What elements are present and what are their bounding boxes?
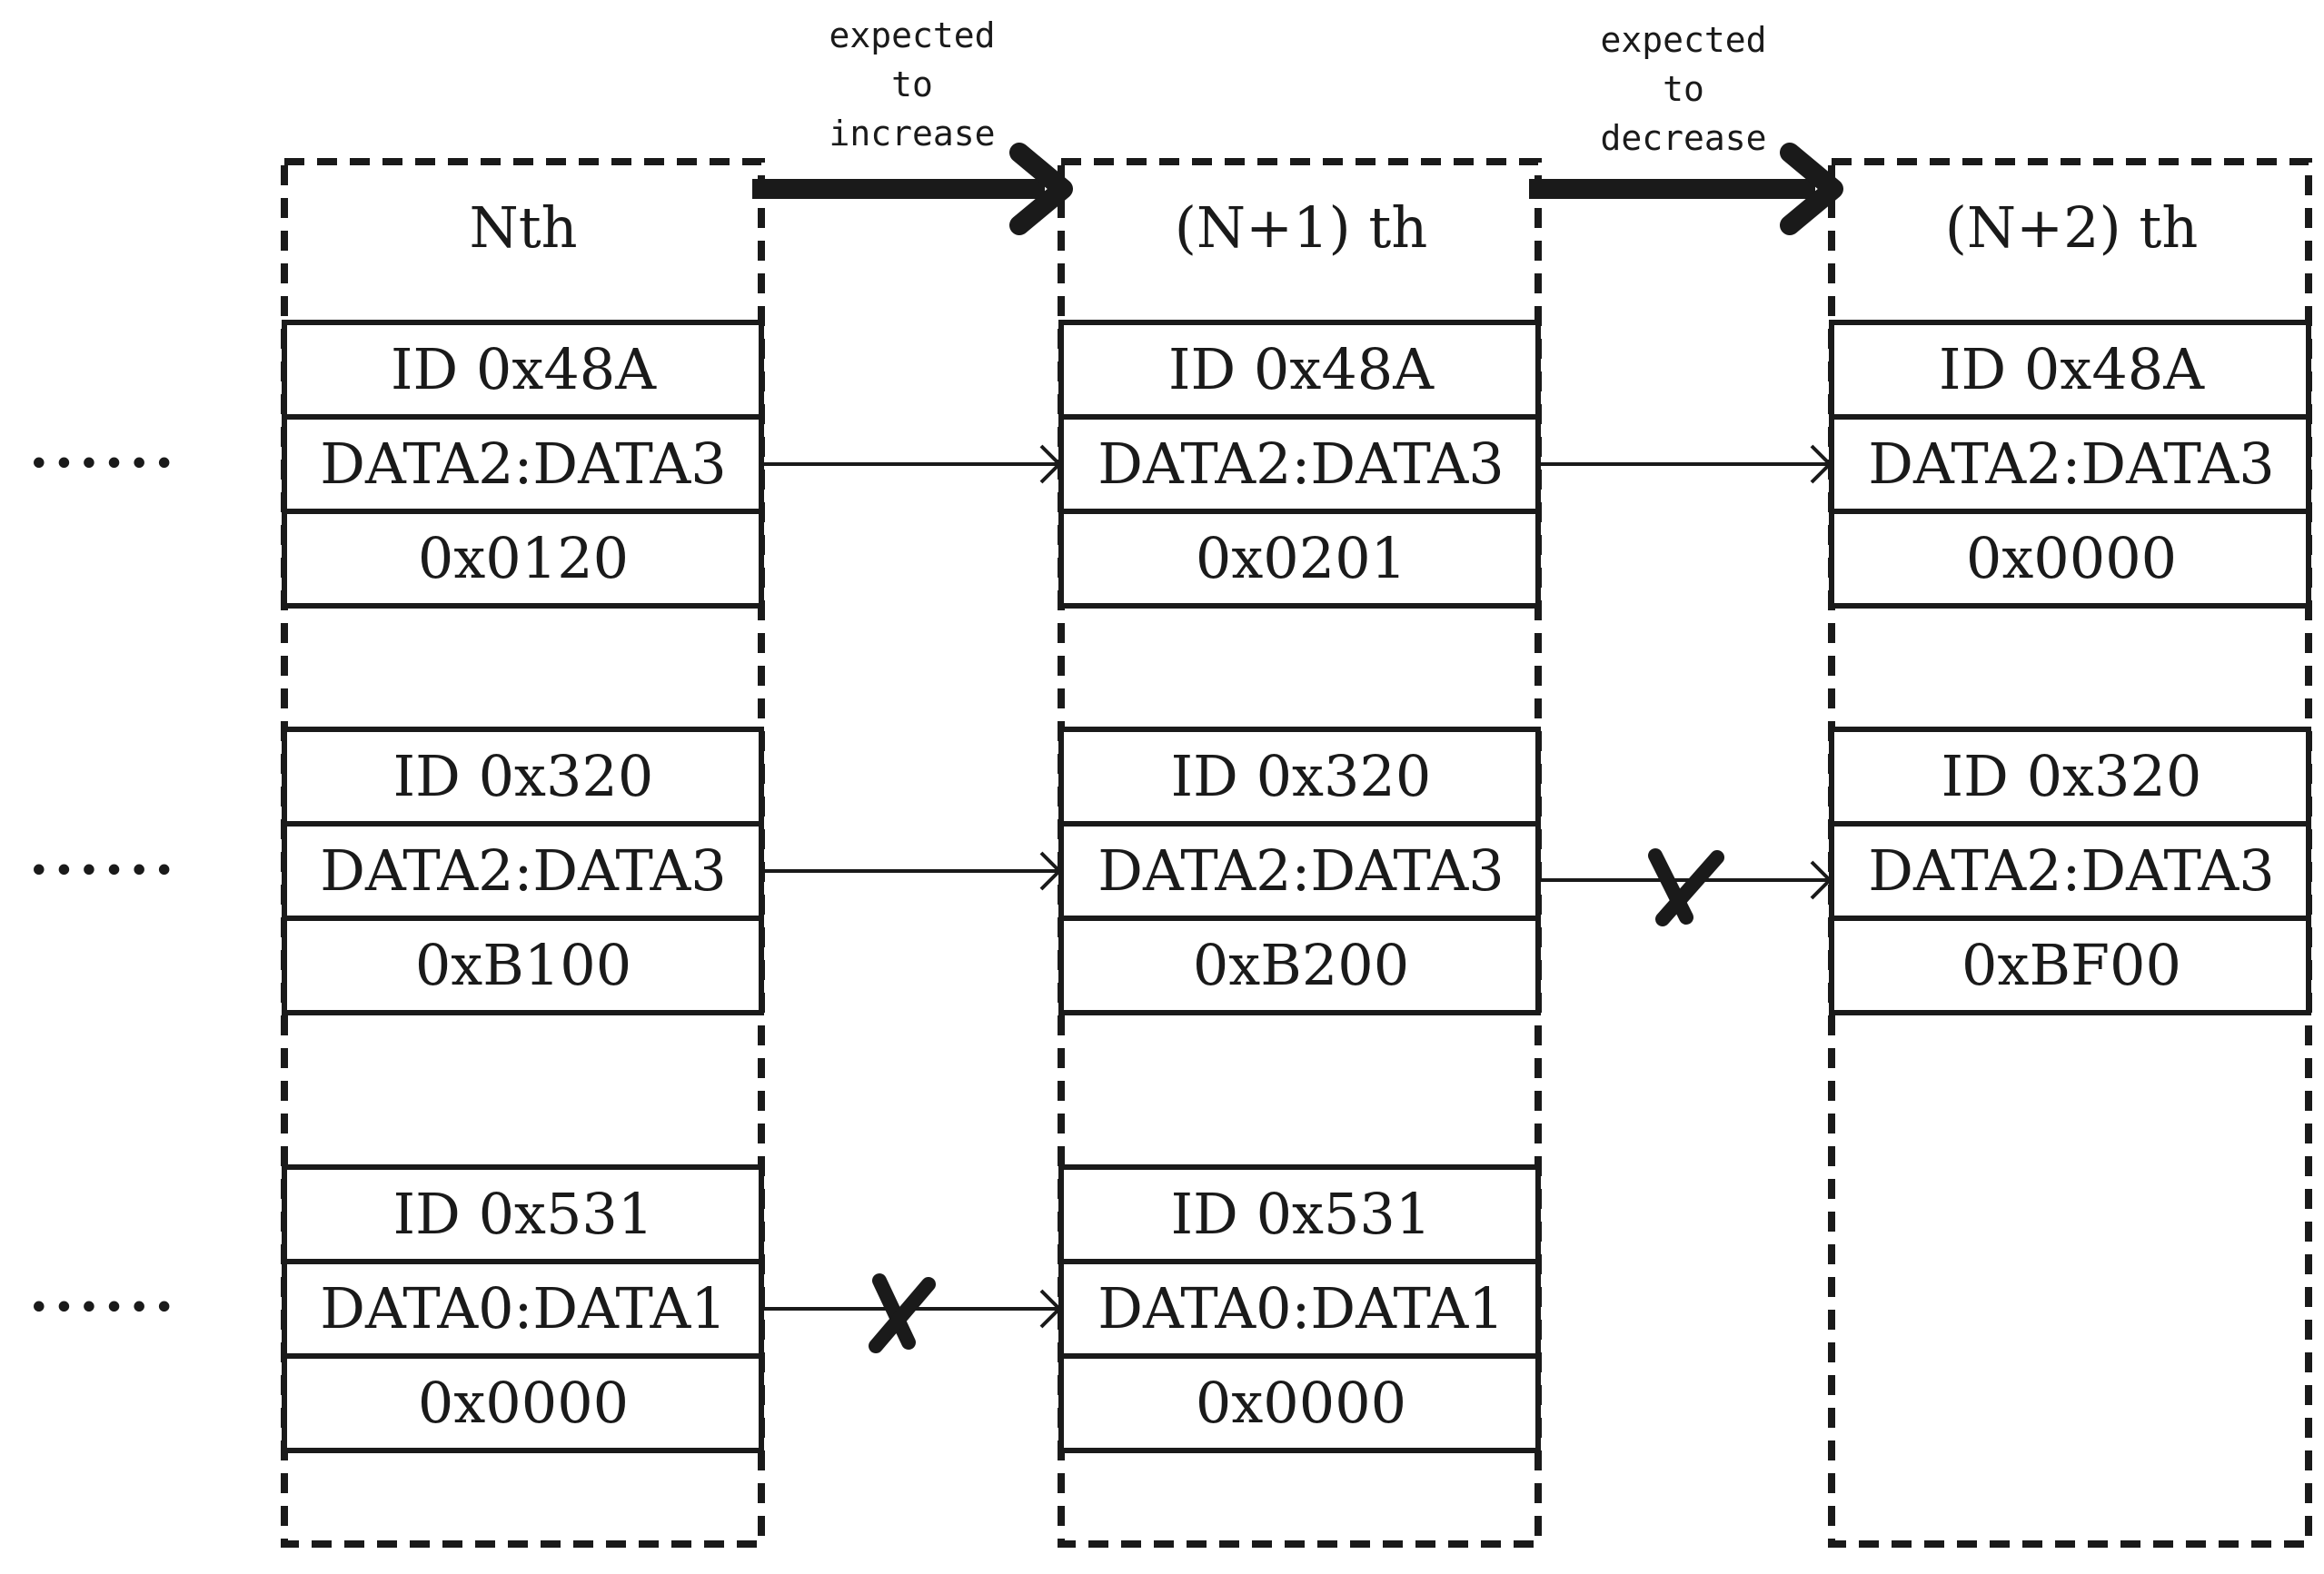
- data-value: 0x0000: [418, 1370, 629, 1436]
- ellipsis-row-2: ......: [29, 821, 180, 887]
- message-group-n-plus-1-0x531: ID 0x531 DATA0:DATA1 0x0000: [1058, 1164, 1541, 1453]
- transition-label-increase: expected to increase: [829, 15, 995, 153]
- thick-right-arrow-icon: [1529, 143, 1843, 235]
- open-arrowhead-icon: [1039, 444, 1062, 484]
- data-value: 0x0000: [1196, 1370, 1406, 1436]
- data-value: 0xBF00: [1961, 932, 2181, 998]
- ellipsis-row-1: ......: [29, 414, 180, 480]
- data-field-label: DATA2:DATA3: [1868, 431, 2274, 497]
- transition-label-line: decrease: [1600, 118, 1766, 158]
- message-group-nth-0x531: ID 0x531 DATA0:DATA1 0x0000: [282, 1164, 764, 1453]
- cell-box: [1058, 509, 1541, 609]
- cell-box: [282, 1353, 764, 1453]
- cross-mark-icon: [1648, 848, 1724, 926]
- data-value: 0x0000: [1966, 525, 2177, 591]
- data-field-label: DATA2:DATA3: [1097, 431, 1504, 497]
- data-field-label: DATA2:DATA3: [1097, 837, 1504, 904]
- data-field-label: DATA0:DATA1: [1097, 1275, 1504, 1341]
- ellipsis-row-3: ......: [29, 1258, 180, 1324]
- message-id: ID 0x320: [393, 743, 654, 809]
- open-arrowhead-icon: [1810, 444, 1832, 484]
- message-id: ID 0x320: [1171, 743, 1432, 809]
- cell-box: [1829, 727, 2311, 827]
- cross-mark-icon: [869, 1273, 936, 1353]
- message-id: ID 0x320: [1942, 743, 2202, 809]
- connector-arrow-row1-n1-to-n2: [1538, 444, 1832, 484]
- cell-box: [1058, 414, 1541, 514]
- message-group-n-plus-2-0x320: ID 0x320 DATA2:DATA3 0xBF00: [1829, 727, 2311, 1015]
- connector-arrow-row2-nth-to-n1: [761, 851, 1062, 891]
- cell-box: [1058, 916, 1541, 1015]
- message-group-n-plus-2-0x48a: ID 0x48A DATA2:DATA3 0x0000: [1829, 320, 2311, 609]
- cell-box: [1829, 916, 2311, 1015]
- cell-box: [1058, 1353, 1541, 1453]
- cell-box: [1829, 320, 2311, 420]
- message-id: ID 0x531: [1171, 1181, 1432, 1247]
- cell-box: [282, 821, 764, 921]
- cell-box: [1058, 727, 1541, 827]
- connector-arrow-row2-n1-to-n2: [1538, 860, 1832, 900]
- cell-box: [1058, 1164, 1541, 1264]
- cell-box: [1058, 1259, 1541, 1359]
- message-id: ID 0x48A: [1168, 336, 1435, 402]
- transition-label-line: to: [891, 64, 933, 104]
- data-value: 0xB200: [1193, 932, 1409, 998]
- connector-arrow-row1-nth-to-n1: [761, 444, 1062, 484]
- cell-box: [1058, 320, 1541, 420]
- cell-box: [1829, 509, 2311, 609]
- thick-right-arrow-icon: [752, 143, 1073, 235]
- cell-box: [282, 1164, 764, 1264]
- column-title-n-plus-1: (N+1) th: [1175, 194, 1428, 261]
- cell-box: [282, 509, 764, 609]
- cell-box: [282, 916, 764, 1015]
- transition-label-line: increase: [829, 114, 995, 153]
- open-arrowhead-icon: [1039, 851, 1062, 891]
- data-value: 0x0120: [418, 525, 629, 591]
- data-value: 0xB100: [415, 932, 631, 998]
- message-id: ID 0x531: [393, 1181, 654, 1247]
- message-group-nth-0x48a: ID 0x48A DATA2:DATA3 0x0120: [282, 320, 764, 609]
- message-group-n-plus-1-0x320: ID 0x320 DATA2:DATA3 0xB200: [1058, 727, 1541, 1015]
- message-group-n-plus-1-0x48a: ID 0x48A DATA2:DATA3 0x0201: [1058, 320, 1541, 609]
- data-field-label: DATA2:DATA3: [320, 837, 726, 904]
- column-title-n-plus-2: (N+2) th: [1945, 194, 2199, 261]
- data-value: 0x0201: [1196, 525, 1406, 591]
- message-id: ID 0x48A: [391, 336, 657, 402]
- transition-label-line: to: [1663, 69, 1704, 109]
- message-group-nth-0x320: ID 0x320 DATA2:DATA3 0xB100: [282, 727, 764, 1015]
- data-field-label: DATA2:DATA3: [320, 431, 726, 497]
- message-id: ID 0x48A: [1939, 336, 2205, 402]
- transition-label-line: expected: [829, 15, 995, 55]
- open-arrowhead-icon: [1039, 1289, 1062, 1329]
- cell-box: [282, 727, 764, 827]
- open-arrowhead-icon: [1810, 860, 1832, 900]
- transition-label-decrease: expected to decrease: [1600, 20, 1766, 158]
- column-title-nth: Nth: [469, 194, 577, 261]
- data-field-label: DATA0:DATA1: [320, 1275, 726, 1341]
- transition-label-line: expected: [1600, 20, 1766, 60]
- cell-box: [282, 320, 764, 420]
- data-field-label: DATA2:DATA3: [1868, 837, 2274, 904]
- cell-box: [1058, 821, 1541, 921]
